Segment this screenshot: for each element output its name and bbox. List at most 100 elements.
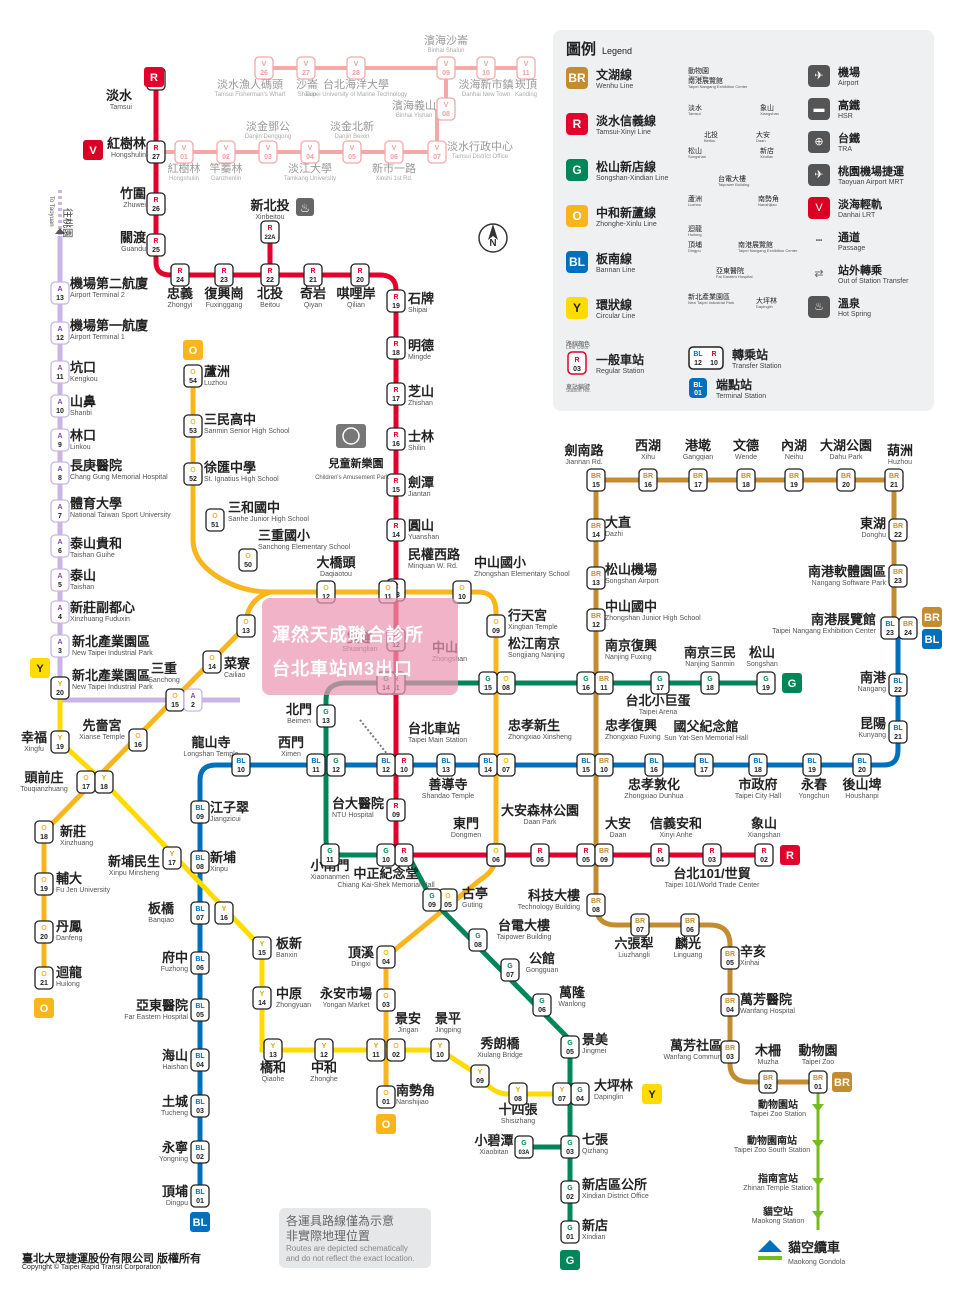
station-name-en: Zhongyuan — [276, 1002, 311, 1009]
legend-line-en: Circular Line — [596, 313, 636, 320]
station-name-zh: 萬芳醫院 — [740, 992, 792, 1007]
station-name-en: Xiaobitan — [479, 1149, 508, 1156]
badge-line-code: O — [41, 971, 47, 978]
station-badge: G04 — [570, 1082, 590, 1106]
legend-sample-en: Songshan — [688, 154, 707, 159]
badge-station-number: 09 — [492, 628, 500, 635]
station-badge: A3 — [50, 634, 70, 658]
badge-line-code: R — [393, 294, 398, 301]
station-name-en: Longshan Temple — [183, 751, 238, 758]
station-name-zh: 南港展覽館 — [811, 612, 876, 627]
station-badge: V07 — [427, 140, 447, 164]
station-name-zh: 麟光 — [675, 936, 701, 951]
badge-station-number: 27 — [302, 70, 310, 77]
legend-title-en: Legend — [602, 46, 633, 56]
badge-line-code: G — [521, 1140, 527, 1147]
legend-sample-zh: 大安 — [756, 132, 770, 139]
station-name-zh: 忠孝新生 — [508, 718, 560, 733]
station-badge: O10 — [452, 580, 472, 604]
badge-station-number: 22A — [264, 235, 276, 241]
legend-sample-zh: 松山 — [688, 148, 702, 155]
badge-station-number: 18 — [706, 685, 714, 692]
badge-line-code: BR — [725, 951, 735, 958]
station-badge: R22 — [260, 263, 280, 287]
station-name-en: Zhuwei — [123, 202, 146, 209]
badge-line-code: A — [57, 504, 62, 511]
badge-line-code: Y — [260, 991, 265, 998]
badge-line-code: O — [493, 848, 499, 855]
badge-station-number: 10 — [436, 1052, 444, 1059]
badge-station-number: 12 — [592, 622, 600, 629]
station-name-en: Zhishan — [408, 400, 433, 407]
station-name-zh: 淡水 — [106, 88, 133, 103]
station-name-zh: 古亭 — [462, 886, 488, 901]
badge-line-code: BL — [195, 855, 205, 862]
lrt-name-zh: 淡水行政中心 — [447, 139, 513, 153]
badge-station-number: 13 — [242, 628, 250, 635]
badge-station-number: 25 — [152, 247, 160, 254]
station-badge: G09 — [422, 888, 442, 912]
badge-station-number: 15 — [392, 487, 400, 494]
badge-line-code: Y — [438, 1043, 443, 1050]
badge-station-number: 11 — [326, 857, 334, 864]
station-name-zh: 三重 — [151, 661, 177, 676]
badge-line-code: R — [393, 387, 398, 394]
svg-text:兒童新樂園: 兒童新樂園 — [329, 456, 384, 470]
legend-line-en: Zhonghe-Xinlu Line — [596, 221, 657, 228]
legend-symbol-zh: 高鐵 — [838, 100, 860, 112]
terminal-tag: BL — [190, 1212, 210, 1232]
station-name-en: Dahu Park — [829, 454, 863, 461]
legend-sample-en: Dingpu — [688, 248, 701, 253]
station-name-en: Kunyang — [858, 732, 886, 739]
station-badge: V03 — [258, 140, 278, 164]
station-badge: G01 — [560, 1220, 580, 1244]
station-name-zh: 科技大樓 — [528, 888, 580, 903]
badge-line-code: O — [135, 733, 141, 740]
to-taoyuan-zh: 往桃園 — [61, 208, 74, 238]
station-name-en: Taipei Nangang Exhibition Center — [772, 628, 877, 635]
station-name-zh: 劍南路 — [564, 443, 604, 458]
clinic-highlight-box — [262, 598, 458, 695]
badge-station-number: 10 — [382, 857, 390, 864]
terminal-tag: BR — [832, 1072, 852, 1092]
badge-station-number: 16 — [392, 441, 400, 448]
station-name-en: Linkou — [70, 444, 91, 451]
station-name-zh: 新北產業園區 — [72, 634, 150, 649]
legend-symbol-en: Passage — [838, 245, 866, 252]
station-badge: R10 — [394, 753, 414, 777]
badge-station-number: 01 — [814, 1084, 822, 1091]
badge-line-code: BL — [581, 758, 591, 765]
station-name-zh: 大安森林公園 — [501, 803, 579, 818]
station-name-en: Haishan — [162, 1064, 188, 1071]
station-name-zh: 泰山貴和 — [69, 536, 122, 551]
station-badge: A8 — [50, 461, 70, 485]
station-name-zh: 象山 — [751, 816, 777, 831]
station-name-zh: 新店區公所 — [582, 1177, 647, 1192]
badge-line-code: BR — [741, 473, 751, 480]
badge-station-number: 01 — [180, 154, 188, 161]
station-name-en: Tamsui — [110, 104, 133, 111]
